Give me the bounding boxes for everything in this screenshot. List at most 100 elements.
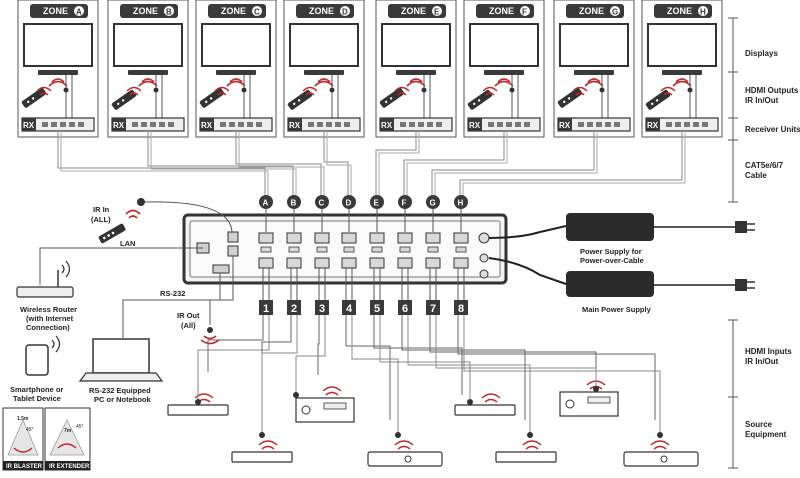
power-main-port[interactable] <box>479 253 489 263</box>
ir-emitter <box>657 432 663 438</box>
label-receiver-units: Receiver Units <box>745 125 800 134</box>
ir-in-all: IR In (ALL) <box>91 198 233 244</box>
hdmi-cable <box>601 75 609 118</box>
ir-signal-icon <box>302 86 318 96</box>
ir-port[interactable] <box>371 246 383 253</box>
smartphone: Smartphone or Tablet Device <box>10 335 63 403</box>
ir-port[interactable] <box>260 246 272 253</box>
display-monitor <box>469 23 539 67</box>
hdmi-input-port[interactable] <box>425 257 441 269</box>
ir-out-label: IR Out <box>177 311 200 320</box>
input-port-badge <box>398 300 412 315</box>
ir-emitter <box>259 432 265 438</box>
hdbaset-port[interactable] <box>314 232 330 244</box>
hdmi-input-cable <box>207 315 264 372</box>
output-port-label: E <box>374 199 380 208</box>
hdmi-input-port[interactable] <box>286 257 302 269</box>
zone-frame <box>283 0 365 138</box>
input-port-badge <box>342 300 356 315</box>
output-port-label: H <box>458 199 464 208</box>
zone-frame <box>375 0 457 138</box>
ir-port[interactable] <box>316 246 328 253</box>
side-bracket <box>728 17 738 469</box>
cat-cable-b <box>150 131 297 196</box>
rs232-port[interactable] <box>212 264 230 274</box>
ir-port[interactable] <box>399 246 411 253</box>
source-equipment <box>167 315 699 467</box>
cat-cable-d <box>323 131 349 196</box>
hdmi-input-port[interactable] <box>341 257 357 269</box>
remote-button <box>567 97 571 100</box>
hdbaset-port[interactable] <box>425 232 441 244</box>
hdmi-cable <box>511 75 519 118</box>
input-link <box>290 268 298 300</box>
remote-button <box>563 100 566 104</box>
hdmi-input-port[interactable] <box>397 257 413 269</box>
extender-distance: 7m <box>64 428 72 434</box>
ir-signal-icon <box>572 86 588 96</box>
hdbaset-port[interactable] <box>286 232 302 244</box>
hdmi-input-cable <box>261 315 292 372</box>
ir-port[interactable] <box>427 246 439 253</box>
input-port-badge <box>426 300 440 315</box>
cat-cable-f <box>403 131 505 196</box>
set-top-box <box>167 404 229 416</box>
zone-letter: A <box>76 8 82 17</box>
phone-label-1: Smartphone or <box>10 385 63 394</box>
psu-main-label: Main Power Supply <box>582 305 652 314</box>
output-port-badge <box>287 195 301 209</box>
power-poc-port[interactable] <box>478 232 490 244</box>
wireless-router: LAN Wireless Router (with Internet Conne… <box>16 239 203 332</box>
ir-in-port[interactable] <box>227 231 239 243</box>
receiver-port <box>693 122 699 127</box>
input-link <box>373 268 381 300</box>
receiver-port <box>578 122 584 127</box>
ir-port[interactable] <box>455 246 467 253</box>
zone-letter: G <box>612 8 618 17</box>
receiver-port <box>497 122 503 127</box>
hdmi-input-port[interactable] <box>369 257 385 269</box>
ir-receiver-eye <box>137 198 145 206</box>
display-monitor <box>201 23 271 67</box>
display-stand <box>484 70 524 75</box>
hdbaset-port[interactable] <box>369 232 385 244</box>
tablet-icon <box>25 344 49 376</box>
input-link <box>457 268 465 300</box>
hdmi-input-port[interactable] <box>258 257 274 269</box>
cat-cable-h <box>462 131 686 196</box>
hdmi-cable <box>155 75 163 118</box>
remote-button <box>651 102 654 106</box>
zone-letter-badge <box>432 6 442 16</box>
hdbaset-port[interactable] <box>258 232 274 244</box>
display-stand <box>662 70 702 75</box>
zone-tab <box>120 4 178 18</box>
ir-signal-icon <box>494 78 514 87</box>
receiver-badge <box>646 118 660 131</box>
output-port-badge <box>342 195 356 209</box>
ir-emitter <box>593 386 599 392</box>
ir-out-port[interactable] <box>227 245 239 257</box>
hdbaset-port[interactable] <box>341 232 357 244</box>
hdmi-input-port[interactable] <box>453 257 469 269</box>
output-port-label: B <box>291 199 297 208</box>
ir-port[interactable] <box>343 246 355 253</box>
hdbaset-port[interactable] <box>453 232 469 244</box>
receiver-port <box>229 122 235 127</box>
remote-control-icon <box>21 87 47 108</box>
remote-control-icon <box>98 223 126 244</box>
ir-port[interactable] <box>288 246 300 253</box>
display-monitor <box>559 23 629 67</box>
power-supply-poc: Power Supply for Power-over-Cable <box>488 213 755 265</box>
receiver-port <box>150 122 156 127</box>
remote-control-icon <box>199 87 225 108</box>
notebook-screen <box>92 338 150 374</box>
source-device-bottom-3 <box>495 440 557 463</box>
remote-button <box>27 100 30 104</box>
power-main-port-2[interactable] <box>479 269 489 279</box>
hdbaset-port[interactable] <box>397 232 413 244</box>
hdmi-input-port[interactable] <box>314 257 330 269</box>
input-port-badge <box>287 300 301 315</box>
zone-tab <box>388 4 446 18</box>
